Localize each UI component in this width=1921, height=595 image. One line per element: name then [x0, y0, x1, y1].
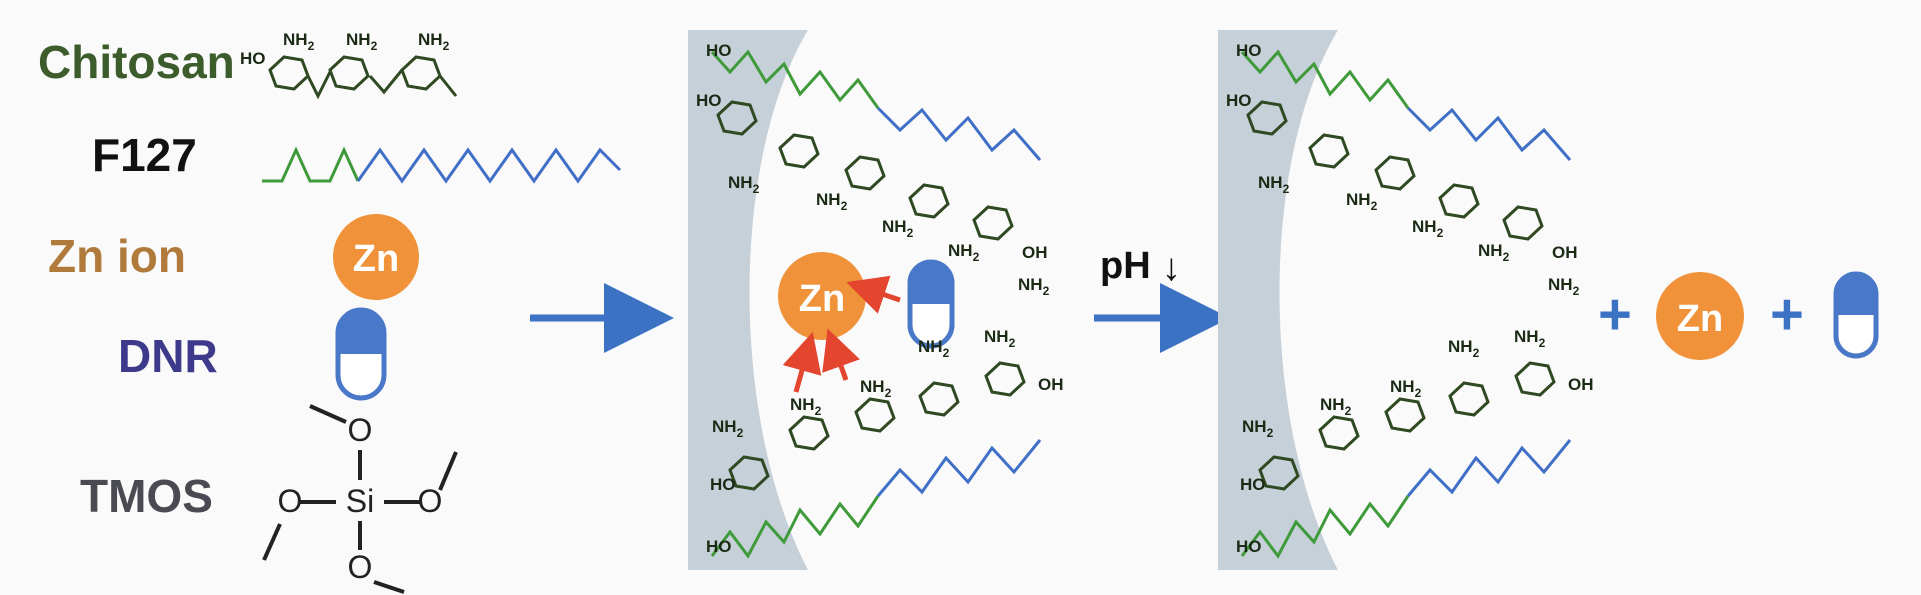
- panel-released-pore: HO HO NH2 NH2 NH2 NH2 NH2 OH NH2 NH2 NH2…: [1218, 30, 1594, 570]
- svg-text:O: O: [278, 483, 303, 519]
- svg-text:HO: HO: [1236, 537, 1262, 556]
- svg-text:NH2: NH2: [1018, 275, 1050, 298]
- svg-text:NH2: NH2: [1320, 395, 1352, 418]
- released-products: + Zn +: [1598, 271, 1879, 360]
- plus-sign-1: +: [1598, 282, 1632, 347]
- svg-text:NH2: NH2: [1390, 377, 1422, 400]
- svg-text:HO: HO: [1226, 91, 1252, 110]
- svg-text:O: O: [348, 412, 373, 448]
- svg-text:NH2: NH2: [984, 327, 1016, 350]
- silica-pore-wall: [688, 30, 808, 570]
- dnr-capsule-icon: [335, 307, 387, 401]
- svg-text:NH2: NH2: [418, 30, 450, 53]
- svg-text:OH: OH: [1568, 375, 1594, 394]
- chem-label-ho: HO: [706, 41, 732, 60]
- svg-text:O: O: [348, 549, 373, 585]
- svg-text:NH2: NH2: [346, 30, 378, 53]
- ph-decrease-step: pH ↓: [1094, 245, 1230, 353]
- svg-text:NH2: NH2: [1346, 190, 1378, 213]
- chitosan-structure-icon: HO NH2 NH2 NH2: [240, 30, 458, 100]
- released-zn-ion: [1656, 272, 1744, 360]
- svg-text:NH2: NH2: [882, 217, 914, 240]
- svg-text:NH2: NH2: [1258, 173, 1290, 196]
- svg-text:NH2: NH2: [948, 241, 980, 264]
- svg-text:HO: HO: [706, 537, 732, 556]
- svg-text:OH: OH: [1038, 375, 1064, 394]
- svg-text:NH2: NH2: [790, 395, 822, 418]
- svg-text:HO: HO: [696, 91, 722, 110]
- zn-ion: [778, 252, 866, 340]
- svg-text:HO: HO: [710, 475, 736, 494]
- ph-label: pH: [1100, 245, 1151, 287]
- svg-text:NH2: NH2: [728, 173, 760, 196]
- svg-text:HO: HO: [1236, 41, 1262, 60]
- legend-label-dnr: DNR: [118, 330, 218, 382]
- silica-pore-wall-2: [1218, 30, 1338, 570]
- svg-text:NH2: NH2: [712, 417, 744, 440]
- svg-text:NH2: NH2: [1478, 241, 1510, 264]
- tmos-structure-icon: Si O O O O: [262, 404, 458, 594]
- legend-label-zn-ion: Zn ion: [48, 230, 186, 282]
- svg-text:NH2: NH2: [1514, 327, 1546, 350]
- legend-label-tmos: TMOS: [80, 470, 213, 522]
- zn-ion-icon: Zn: [333, 214, 419, 300]
- legend-label-chitosan: Chitosan: [38, 36, 235, 88]
- svg-text:NH2: NH2: [283, 30, 315, 53]
- zn-ion-legend-label: Zn: [353, 238, 399, 280]
- panel-loaded-pore: HO HO NH2 NH2 NH2 NH2 NH2 OH Zn NH2 NH2 …: [688, 30, 1064, 570]
- plus-sign-2: +: [1770, 282, 1804, 347]
- released-zn-label: Zn: [1677, 298, 1723, 340]
- f127-structure-icon: [262, 146, 622, 184]
- svg-text:OH: OH: [1552, 243, 1578, 262]
- svg-text:NH2: NH2: [1548, 275, 1580, 298]
- svg-text:NH2: NH2: [860, 377, 892, 400]
- svg-text:HO: HO: [1240, 475, 1266, 494]
- svg-text:NH2: NH2: [816, 190, 848, 213]
- svg-text:NH2: NH2: [1412, 217, 1444, 240]
- legend-label-f127: F127: [92, 129, 197, 181]
- svg-text:NH2: NH2: [1448, 337, 1480, 360]
- svg-text:Si: Si: [346, 483, 374, 519]
- zn-ion-label: Zn: [799, 278, 845, 320]
- chem-label-ho: HO: [240, 49, 266, 68]
- svg-text:NH2: NH2: [1242, 417, 1274, 440]
- legend: Chitosan F127 Zn ion DNR TMOS HO NH2 NH2…: [38, 30, 622, 594]
- svg-text:OH: OH: [1022, 243, 1048, 262]
- ph-down-arrow-icon: ↓: [1162, 247, 1181, 289]
- svg-text:NH2: NH2: [918, 337, 950, 360]
